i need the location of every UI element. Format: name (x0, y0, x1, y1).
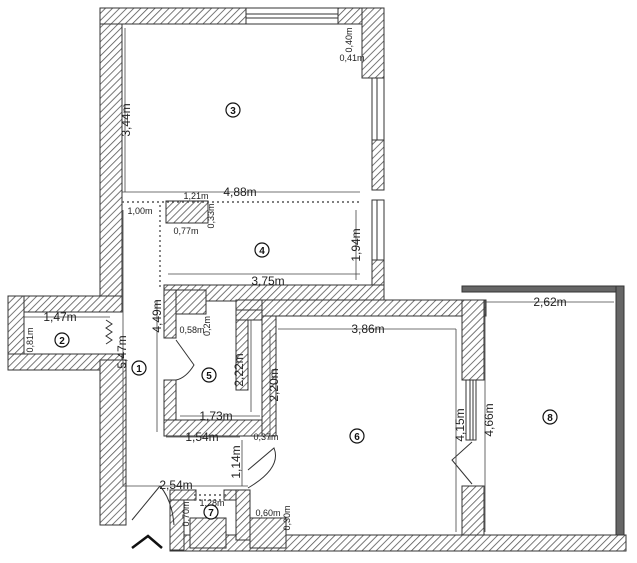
dim-room4-width: 3,75m (251, 274, 284, 288)
windows (245, 7, 477, 441)
room-label-1: 1 (136, 364, 142, 375)
room-label-3: 3 (230, 106, 236, 117)
dim-room6-width: 3,86m (351, 322, 384, 336)
dim-wall-offset: 0,37m (253, 432, 278, 442)
doors (105, 319, 473, 526)
walls (7, 7, 627, 552)
room-label-2: 2 (59, 336, 65, 347)
dim-room7-height: 0,70m (181, 501, 191, 526)
room-label-8: 8 (547, 413, 553, 424)
dim-room2-height: 0,81m (25, 327, 35, 352)
dim-room5-niche-d: 0,2m (202, 316, 212, 336)
dim-room6-height: 4,15m (453, 408, 467, 441)
dim-step-width: 0,60m (255, 508, 280, 518)
dim-window-offset-h: 0,41m (339, 53, 364, 63)
dim-corridor-gap: 1,00m (127, 206, 152, 216)
dim-room8-height: 4,66m (482, 403, 496, 436)
partition-lines (122, 201, 360, 501)
room-label-4: 4 (259, 246, 265, 257)
dimension-lines (24, 28, 614, 532)
room-markers (54, 102, 558, 520)
dim-room5-bottom: 1,54m (185, 430, 218, 444)
room-label-5: 5 (206, 371, 212, 382)
dim-room5-width: 1,73m (199, 409, 232, 423)
room-label-6: 6 (354, 432, 360, 443)
dim-step-height: 0,30m (282, 505, 292, 530)
entrance-arrow-icon (131, 534, 163, 549)
dim-room3-height: 3,44m (119, 103, 133, 136)
dim-room4-height: 1,94m (349, 228, 363, 261)
dimension-labels: 3,44m 4,88m 0,40m 0,41m 1,21m 1,00m 0,77… (25, 27, 567, 530)
dim-room1-inner: 4,49m (150, 299, 164, 332)
dim-corridor-width: 2,54m (159, 478, 192, 492)
dim-room8-width: 2,62m (533, 295, 566, 309)
dim-room3-width: 4,88m (223, 185, 256, 199)
dim-room1-height: 5,47m (115, 335, 129, 368)
dim-niche-top: 1,21m (183, 191, 208, 201)
dim-room5-height: 2,22m (232, 353, 246, 386)
dim-niche-width: 0,77m (173, 226, 198, 236)
dim-niche-depth: 0,33m (206, 203, 216, 228)
dim-door-height: 1,14m (229, 445, 243, 478)
room-labels: 3 4 2 1 5 6 7 8 (59, 106, 553, 519)
dim-room6-left: 2,20m (267, 368, 281, 401)
dim-room5-niche-w: 0,58m (179, 325, 204, 335)
room-label-7: 7 (208, 508, 214, 519)
dim-room7-width: 1,28m (199, 498, 224, 508)
dim-room2-width: 1,47m (43, 310, 76, 324)
dim-window-offset-v: 0,40m (344, 27, 354, 52)
